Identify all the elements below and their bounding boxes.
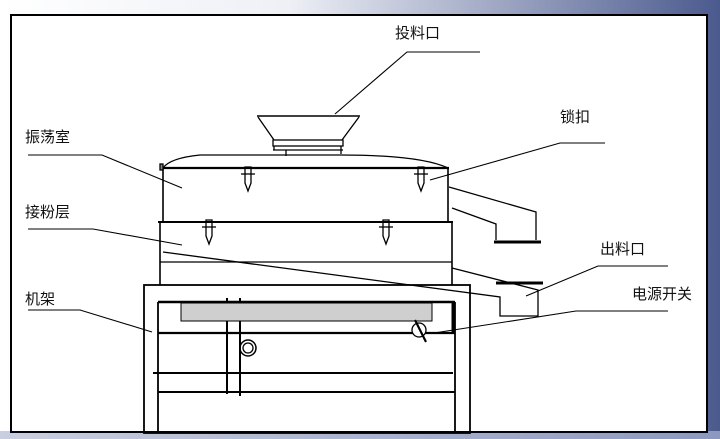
label-frame: 机架 [25,290,56,308]
label-vibration-chamber: 振荡室 [25,128,71,146]
label-power-switch: 电源开关 [632,285,693,303]
powder-layer [158,221,453,285]
leader-lines [28,51,668,334]
discharge-outlets [162,186,543,317]
lock-buckles [202,166,428,246]
power-switch-icon [411,319,427,343]
knob-icon [239,339,257,357]
diagram-panel [10,14,708,433]
label-powder-layer: 接粉层 [25,203,71,221]
vibration-chamber [159,163,449,222]
dome-lid [162,154,449,169]
background-band [0,431,720,439]
feed-funnel [257,115,360,156]
label-discharge-outlet: 出料口 [600,240,646,258]
screen-mesh [180,302,433,322]
label-feed-inlet: 投料口 [395,24,441,42]
label-lock-buckle: 锁扣 [560,108,591,126]
